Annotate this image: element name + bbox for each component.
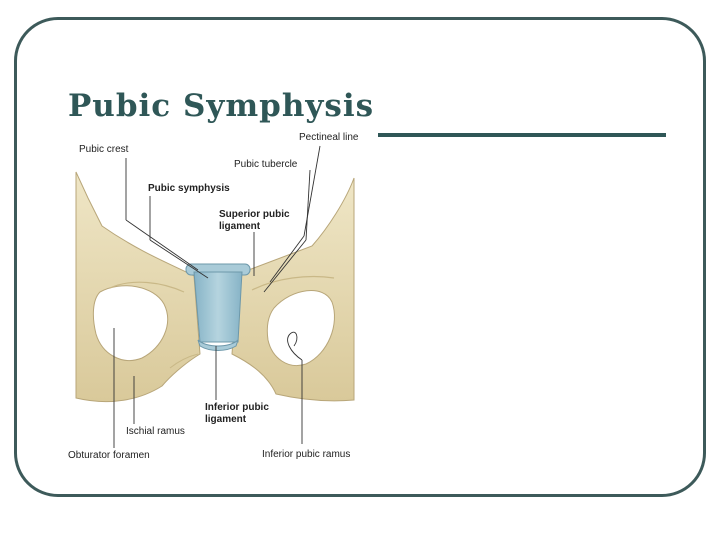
label-obturator-foramen: Obturator foramen — [68, 450, 150, 461]
label-pubic-symphysis: Pubic symphysis — [148, 183, 230, 194]
label-inferior-pubic-ligament-line1: Inferior pubic — [205, 402, 269, 413]
right-obturator-foramen — [266, 290, 335, 366]
title-rule — [378, 133, 666, 137]
slide-title: Pubic Symphysis — [68, 88, 375, 124]
left-obturator-foramen — [92, 285, 169, 362]
pubic-symphysis-figure: Pectineal line Pubic crest Pubic tubercl… — [62, 128, 374, 468]
slide-frame — [14, 17, 706, 497]
label-inferior-pubic-ramus: Inferior pubic ramus — [262, 449, 351, 460]
label-superior-pubic-ligament-line2: ligament — [219, 221, 261, 232]
inferior-pubic-ligament — [197, 339, 239, 351]
symphysis-disc — [193, 271, 243, 343]
label-superior-pubic-ligament-line1: Superior pubic — [219, 209, 290, 220]
label-pubic-crest: Pubic crest — [79, 144, 129, 155]
label-ischial-ramus: Ischial ramus — [126, 426, 185, 437]
label-inferior-pubic-ligament-line2: ligament — [205, 414, 247, 425]
pelvis-illustration — [75, 145, 355, 448]
leader-lines — [113, 145, 321, 448]
label-pectineal-line: Pectineal line — [299, 132, 359, 143]
label-pubic-tubercle: Pubic tubercle — [234, 159, 298, 170]
